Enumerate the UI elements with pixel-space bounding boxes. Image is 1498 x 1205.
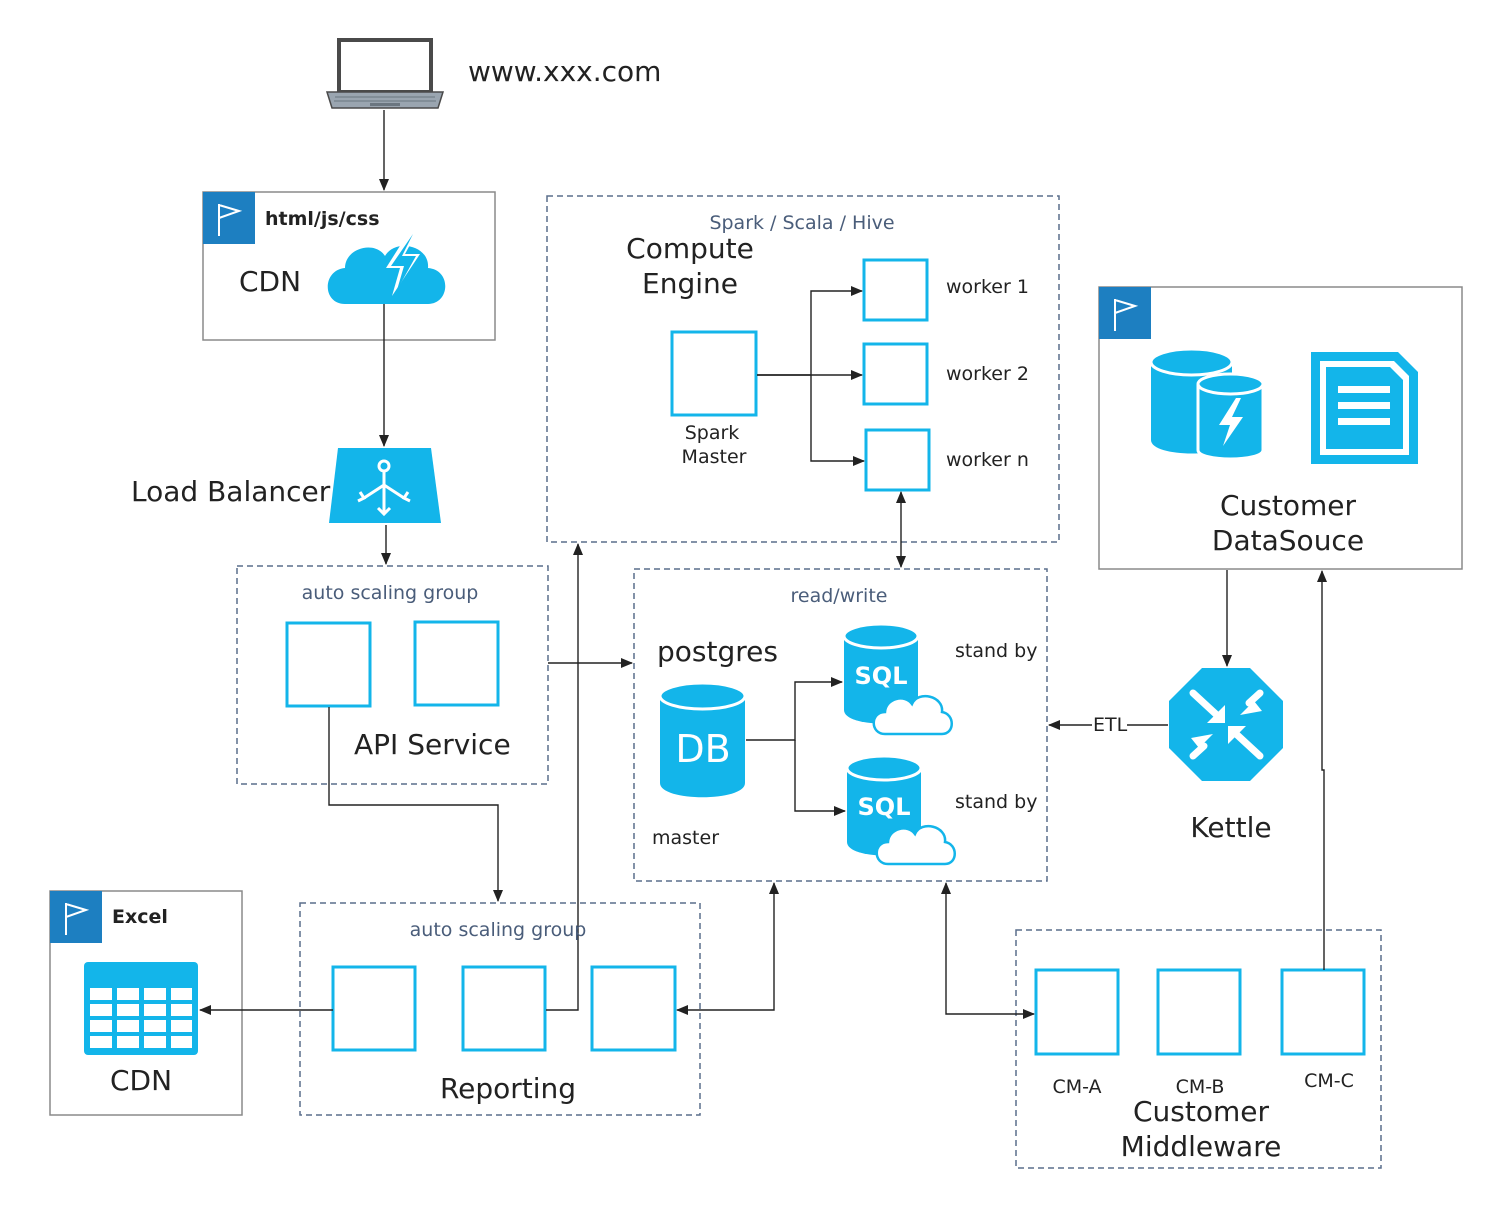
middleware-title-line1: Customer <box>1132 1095 1270 1128</box>
db-text: DB <box>675 727 731 771</box>
middleware-box <box>1034 968 1120 1056</box>
spark-master-box <box>670 330 758 417</box>
arrow-master-workern <box>810 375 865 466</box>
sql-text: SQL <box>857 793 911 821</box>
middleware-node-label: CM-B <box>1175 1076 1225 1098</box>
cdn-badge-label: html/js/css <box>265 208 380 230</box>
document-icon <box>1311 352 1418 464</box>
database-icon <box>1149 347 1265 461</box>
flag-icon <box>1099 287 1151 339</box>
customer-middleware-group <box>1015 929 1382 1169</box>
site-url: www.xxx.com <box>468 55 662 88</box>
cdn-cloud-icon <box>327 230 446 304</box>
reporting-instance-box <box>461 965 547 1052</box>
compute-engine-group <box>546 195 1060 543</box>
excel-cdn-label: CDN <box>109 1064 173 1097</box>
reporting-group-label: auto scaling group <box>409 919 587 941</box>
middleware-node-label: CM-C <box>1304 1070 1354 1092</box>
master-label: master <box>652 827 720 849</box>
arrow-api-reporting <box>328 707 503 902</box>
compute-title-line2: Engine <box>642 267 738 300</box>
postgres-db-icon <box>658 681 747 798</box>
arrow-db-standby1 <box>746 677 843 741</box>
excel-badge-label: Excel <box>112 906 168 928</box>
standby-label: stand by <box>955 640 1038 662</box>
reporting-instance-box <box>331 965 417 1052</box>
compute-title-line1: Compute <box>626 232 754 265</box>
worker-box <box>864 428 931 492</box>
reporting-label: Reporting <box>439 1072 577 1105</box>
worker-label: worker 2 <box>946 363 1029 385</box>
standby-label: stand by <box>955 791 1038 813</box>
api-instance-box <box>413 620 500 707</box>
worker-label: worker 1 <box>946 276 1029 298</box>
api-service-label: API Service <box>354 728 511 761</box>
postgres-group <box>633 568 1048 882</box>
spreadsheet-icon <box>84 962 198 1055</box>
sql-text: SQL <box>854 662 908 690</box>
customer-datasource-line2: DataSouce <box>1211 524 1365 557</box>
compute-tech-label: Spark / Scala / Hive <box>709 212 895 234</box>
worker-box <box>862 258 929 322</box>
worker-box <box>862 342 929 406</box>
arrow-reporting-postgres <box>676 882 779 1015</box>
spark-master-line1: Spark <box>684 422 740 444</box>
sql-database-icon <box>845 754 956 866</box>
middleware-node-label: CM-A <box>1052 1076 1102 1098</box>
postgres-title: postgres <box>657 635 778 668</box>
flag-icon <box>50 891 102 943</box>
load-balancer-label: Load Balancer <box>131 475 331 508</box>
arrow-middleware-datasource <box>1317 570 1327 970</box>
arrow-postgres-middleware <box>941 882 1035 1019</box>
arrow-db-standby2 <box>794 740 846 816</box>
middleware-box <box>1156 968 1242 1056</box>
flag-icon <box>203 192 255 244</box>
etl-label: ETL <box>1093 714 1128 736</box>
worker-label: worker n <box>946 449 1029 471</box>
customer-datasource-line1: Customer <box>1219 489 1357 522</box>
arrow-master-worker1 <box>757 286 863 376</box>
reporting-instance-box <box>590 965 677 1052</box>
middleware-box <box>1280 968 1366 1056</box>
arrow-reporting-compute <box>546 543 583 1011</box>
middleware-title-line2: Middleware <box>1120 1130 1282 1163</box>
api-group-label: auto scaling group <box>301 582 479 604</box>
postgres-group-label: read/write <box>790 585 888 607</box>
spark-master-line2: Master <box>681 446 747 468</box>
load-balancer-icon <box>329 448 441 523</box>
api-scaling-group <box>236 565 549 785</box>
laptop-icon <box>325 38 445 109</box>
api-instance-box <box>285 621 372 708</box>
kettle-label: Kettle <box>1190 811 1272 844</box>
kettle-icon <box>1169 668 1283 781</box>
cdn-top-label: CDN <box>239 265 302 298</box>
sql-database-icon <box>842 622 953 736</box>
